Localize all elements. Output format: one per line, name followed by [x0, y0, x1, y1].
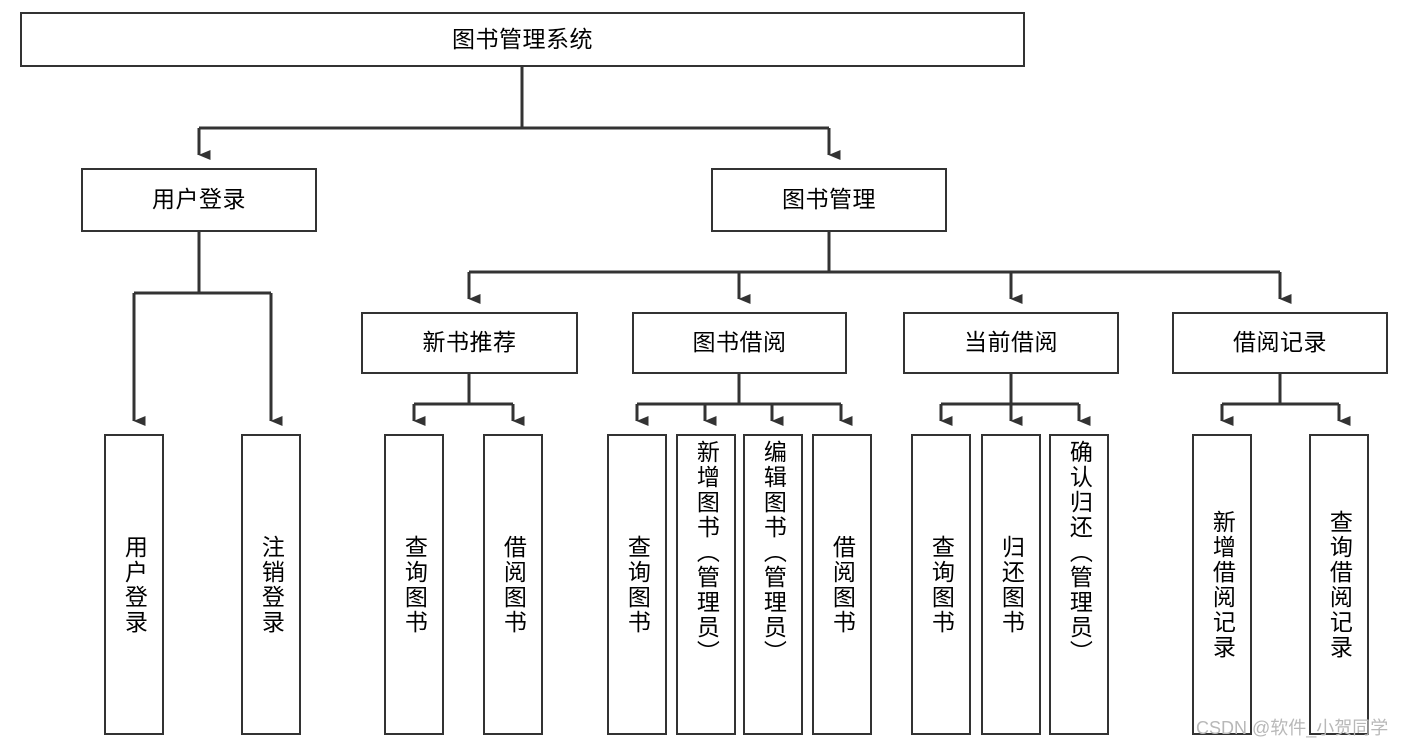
node-user-login-label: 用户登录	[152, 186, 246, 213]
node-root[interactable]: 图书管理系统	[20, 12, 1025, 67]
node-current-borrow-label: 当前借阅	[964, 329, 1058, 356]
node-leaf-query-book-2-label: 查询图书	[624, 534, 651, 635]
node-leaf-query-book-1[interactable]: 查询图书	[384, 434, 444, 735]
node-book-borrow[interactable]: 图书借阅	[632, 312, 847, 374]
node-leaf-user-login-label: 用户登录	[121, 534, 148, 635]
csdn-watermark: CSDN @软件_小贺同学	[1196, 718, 1389, 738]
node-leaf-return-book[interactable]: 归还图书	[981, 434, 1041, 735]
node-new-book-recommend[interactable]: 新书推荐	[361, 312, 578, 374]
node-leaf-logout[interactable]: 注销登录	[241, 434, 301, 735]
node-leaf-add-book[interactable]: 新增图书（管理员）	[676, 434, 736, 735]
node-leaf-return-book-label: 归还图书	[998, 534, 1025, 635]
node-borrow-record[interactable]: 借阅记录	[1172, 312, 1388, 374]
node-book-manage[interactable]: 图书管理	[711, 168, 947, 232]
node-leaf-query-book-3-label: 查询图书	[928, 534, 955, 635]
node-leaf-confirm-return-label: 确认归还（管理员）	[1066, 440, 1093, 665]
node-leaf-add-book-label: 新增图书（管理员）	[693, 440, 720, 665]
node-leaf-edit-book-label: 编辑图书（管理员）	[760, 440, 787, 665]
node-leaf-user-login[interactable]: 用户登录	[104, 434, 164, 735]
node-leaf-query-book-2[interactable]: 查询图书	[607, 434, 667, 735]
node-leaf-borrow-book-2[interactable]: 借阅图书	[812, 434, 872, 735]
node-leaf-query-book-3[interactable]: 查询图书	[911, 434, 971, 735]
node-book-borrow-label: 图书借阅	[692, 329, 787, 356]
node-leaf-confirm-return[interactable]: 确认归还（管理员）	[1049, 434, 1109, 735]
node-leaf-query-record[interactable]: 查询借阅记录	[1309, 434, 1369, 735]
node-leaf-add-record-label: 新增借阅记录	[1209, 509, 1236, 660]
node-leaf-logout-label: 注销登录	[258, 534, 285, 635]
node-new-book-recommend-label: 新书推荐	[422, 329, 517, 356]
node-root-label: 图书管理系统	[452, 25, 593, 52]
node-borrow-record-label: 借阅记录	[1233, 329, 1327, 356]
node-leaf-add-record[interactable]: 新增借阅记录	[1192, 434, 1252, 735]
node-book-manage-label: 图书管理	[782, 186, 876, 213]
node-leaf-edit-book[interactable]: 编辑图书（管理员）	[743, 434, 803, 735]
node-leaf-query-book-1-label: 查询图书	[401, 534, 428, 635]
node-leaf-borrow-book-1[interactable]: 借阅图书	[483, 434, 543, 735]
node-leaf-query-record-label: 查询借阅记录	[1326, 509, 1353, 660]
node-leaf-borrow-book-1-label: 借阅图书	[500, 534, 527, 635]
node-current-borrow[interactable]: 当前借阅	[903, 312, 1119, 374]
node-user-login[interactable]: 用户登录	[81, 168, 317, 232]
node-leaf-borrow-book-2-label: 借阅图书	[829, 534, 856, 635]
